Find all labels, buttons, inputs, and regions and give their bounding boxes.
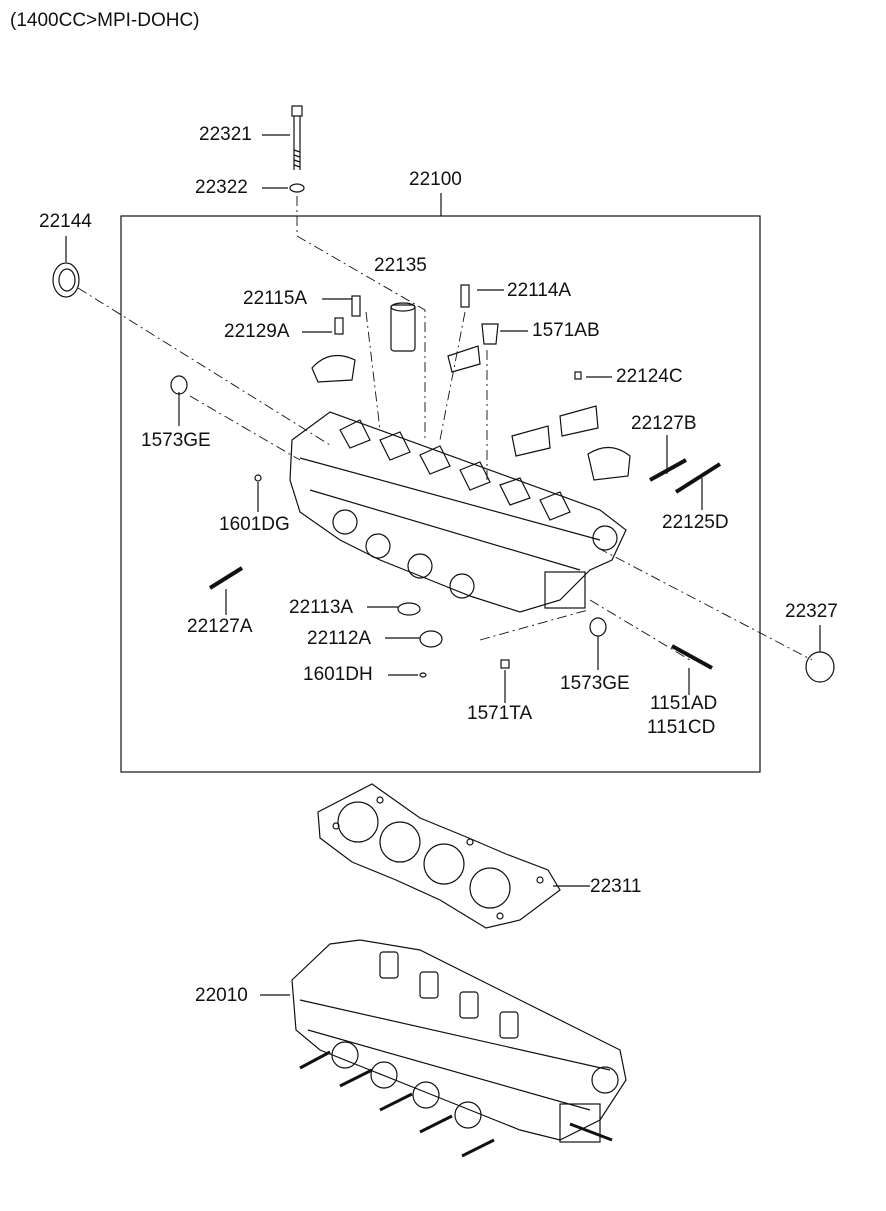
cylinder-head-assy-22010-illustration bbox=[291, 939, 627, 1158]
part-label-22010: 22010 bbox=[195, 985, 248, 1006]
part-label-1151CD: 1151CD bbox=[647, 717, 716, 738]
washer-22322 bbox=[289, 183, 305, 193]
stud-1151AD bbox=[671, 644, 713, 670]
cylinder-head-assembly-box bbox=[120, 215, 761, 773]
seal-1571AB bbox=[481, 323, 499, 345]
pin-22124C bbox=[574, 371, 582, 380]
seal-22112A bbox=[419, 630, 443, 648]
oil-seal-22144 bbox=[52, 262, 80, 298]
bolt-22129A bbox=[334, 317, 344, 335]
part-label-22115A: 22115A bbox=[243, 288, 308, 309]
part-label-1571TA: 1571TA bbox=[467, 703, 533, 724]
part-label-1573GE-right: 1573GE bbox=[560, 673, 630, 694]
part-label-22127B: 22127B bbox=[631, 413, 697, 434]
part-label-1573GE-left: 1573GE bbox=[141, 430, 211, 451]
part-label-22127A: 22127A bbox=[187, 616, 253, 637]
diagram-title: (1400CC>MPI-DOHC) bbox=[10, 10, 200, 31]
stud-22127A bbox=[208, 566, 244, 590]
part-label-1151AD: 1151AD bbox=[650, 693, 718, 714]
cylinder-head-22100-illustration bbox=[289, 411, 627, 613]
tube-22135 bbox=[390, 304, 416, 352]
part-label-22327: 22327 bbox=[785, 601, 838, 622]
guide-22114A bbox=[460, 284, 470, 308]
part-label-22321: 22321 bbox=[199, 124, 252, 145]
part-label-1601DG: 1601DG bbox=[219, 514, 290, 535]
part-label-1571AB: 1571AB bbox=[532, 320, 600, 341]
guide-22115A bbox=[351, 295, 361, 317]
part-label-22311: 22311 bbox=[590, 876, 642, 897]
part-label-22113A: 22113A bbox=[289, 597, 354, 618]
cup-1601DH bbox=[419, 672, 427, 678]
head-gasket-22311-illustration bbox=[317, 783, 561, 929]
part-label-22125D: 22125D bbox=[662, 512, 729, 533]
part-label-22135: 22135 bbox=[374, 255, 427, 276]
part-label-22322: 22322 bbox=[195, 177, 248, 198]
part-label-1601DH: 1601DH bbox=[303, 664, 373, 685]
part-label-22144: 22144 bbox=[39, 211, 92, 232]
part-label-22124C: 22124C bbox=[616, 366, 683, 387]
seal-1573GE-right bbox=[589, 617, 607, 637]
seal-1573GE-left bbox=[170, 375, 188, 395]
part-label-22129A: 22129A bbox=[224, 321, 290, 342]
head-bolt-22321 bbox=[291, 105, 303, 170]
plug-22327 bbox=[805, 651, 835, 683]
plug-1571TA bbox=[500, 659, 510, 669]
stud-22127B bbox=[649, 458, 687, 482]
part-label-22114A: 22114A bbox=[507, 280, 572, 301]
seal-22113A bbox=[397, 602, 421, 616]
plug-1601DG bbox=[254, 474, 262, 482]
part-label-22112A: 22112A bbox=[307, 628, 372, 649]
part-label-22100: 22100 bbox=[409, 169, 462, 190]
stud-22125D bbox=[674, 462, 722, 494]
